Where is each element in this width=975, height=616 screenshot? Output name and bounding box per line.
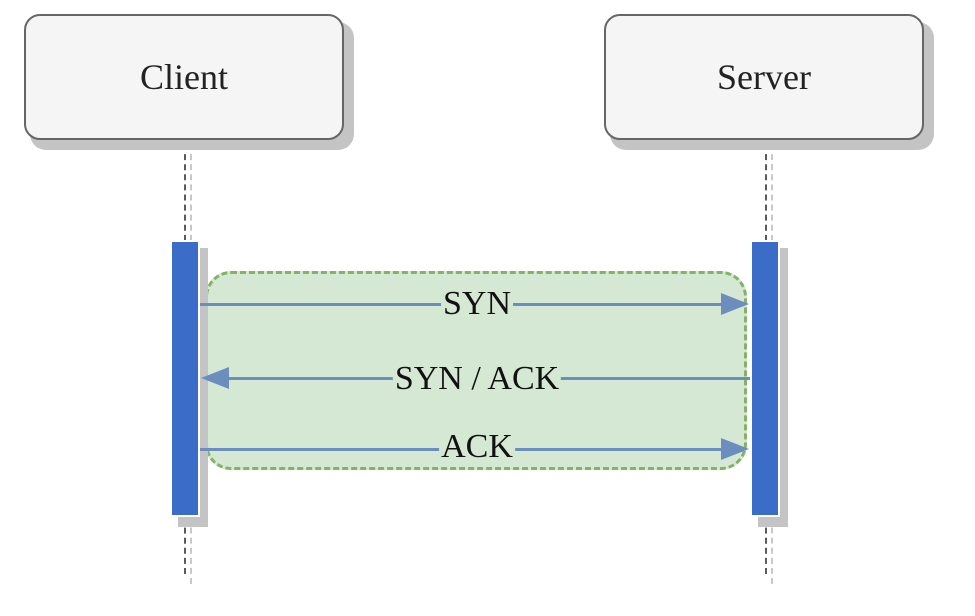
ack-message-label: ACK <box>439 427 515 467</box>
syn-message-label: SYN <box>440 284 514 324</box>
client-participant[interactable]: Client <box>24 14 344 140</box>
client-label: Client <box>140 57 228 97</box>
server-participant[interactable]: Server <box>604 14 924 140</box>
syn-arrowhead-icon <box>721 293 749 315</box>
syn-ack-arrowhead-icon <box>201 367 229 389</box>
client-activation-bar[interactable] <box>170 240 200 517</box>
server-activation-bar[interactable] <box>750 240 780 517</box>
ack-arrowhead-icon <box>721 438 749 460</box>
server-label: Server <box>717 57 811 97</box>
syn-ack-message-label: SYN / ACK <box>392 359 562 399</box>
